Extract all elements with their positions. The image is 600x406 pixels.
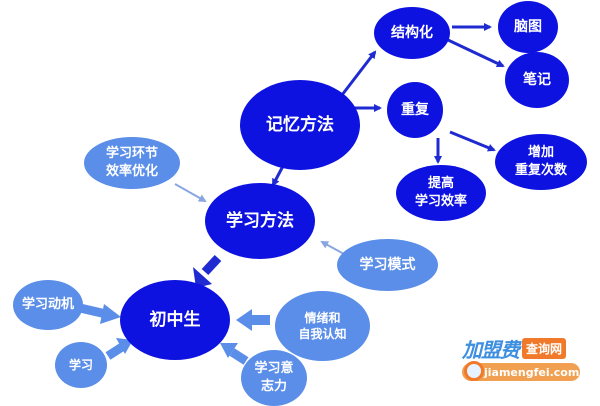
node-memory-method: 记忆方法	[240, 80, 360, 170]
node-improve-efficiency: 提高 学习效率	[396, 165, 486, 221]
arrow-mode-learning-method	[320, 241, 345, 255]
arrow-optimization-learning-method	[174, 183, 207, 202]
node-step-optimization: 学习环节 效率优化	[84, 137, 180, 189]
node-motivation: 学习动机	[13, 280, 83, 330]
magnifier-icon	[464, 361, 484, 381]
node-notes: 笔记	[505, 52, 569, 108]
node-emotion-self: 情绪和 自我认知	[275, 291, 370, 361]
node-increase-repetition: 增加 重复次数	[495, 134, 587, 190]
node-structuring: 结构化	[374, 7, 450, 59]
arrow-willpower-student	[220, 343, 249, 365]
node-junior-student: 初中生	[120, 280, 230, 360]
arrow-memory-learning-method	[271, 165, 285, 187]
node-learning: 学习	[55, 342, 107, 388]
node-learning-method: 学习方法	[205, 183, 315, 259]
arrow-repetition-increase	[449, 130, 496, 152]
arrow-emotion-student	[236, 309, 270, 331]
arrow-structuring-notes	[447, 38, 505, 68]
node-learning-mode: 学习模式	[337, 239, 438, 291]
arrow-motivation-student	[78, 303, 121, 324]
watermark-brand: 加盟费	[462, 337, 520, 362]
watermark-logo: 加盟费 查询网 jiamengfei.com	[462, 336, 580, 386]
node-willpower: 学习意 志力	[241, 350, 307, 406]
node-repetition: 重复	[387, 82, 443, 138]
node-mind-map: 脑图	[498, 1, 558, 53]
watermark-badge: 查询网	[522, 337, 567, 359]
watermark-url: jiamengfei.com	[484, 365, 580, 379]
arrow-memory-structuring	[340, 50, 377, 96]
